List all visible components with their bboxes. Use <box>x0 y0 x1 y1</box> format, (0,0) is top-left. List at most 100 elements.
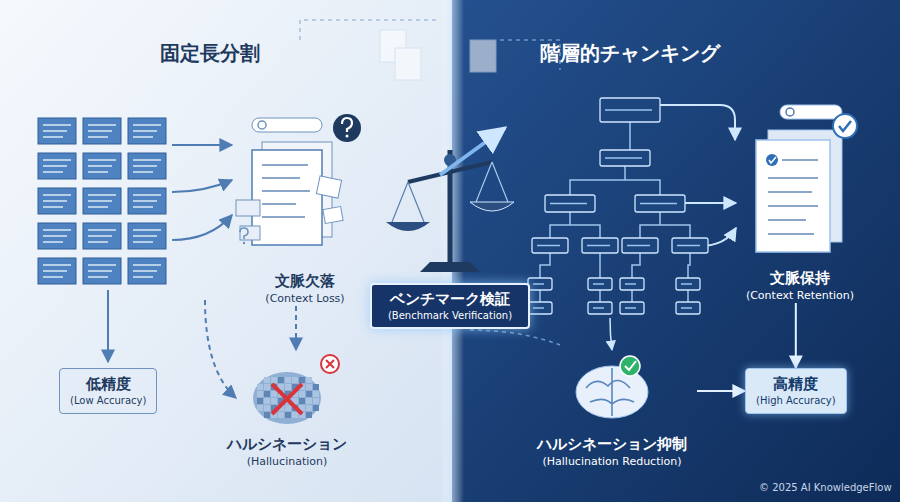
chunk-card <box>83 188 121 214</box>
brain-pixel <box>306 384 312 390</box>
chunk-line <box>133 235 157 237</box>
brain-pixel <box>278 377 284 383</box>
tree-box <box>620 278 644 290</box>
chunk-line <box>133 165 157 167</box>
chunk-line <box>88 270 112 272</box>
chunk-line <box>88 276 108 278</box>
tree-box-line <box>625 283 636 285</box>
chunk-line <box>88 124 116 126</box>
brain-pixel <box>285 384 291 390</box>
benchmark-box: ベンチマーク検証(Benchmark Verification) <box>370 283 530 329</box>
brain-pixel <box>313 398 319 404</box>
tree-box <box>622 238 658 253</box>
tree-box-line <box>681 283 692 285</box>
node-subtitle: (Hallucination Reduction) <box>527 454 697 469</box>
chunk-line <box>88 136 108 138</box>
tree-box <box>588 302 612 314</box>
tree-box-line <box>537 245 560 247</box>
chunk-line <box>133 130 157 132</box>
chunk-card <box>38 258 76 284</box>
connector <box>697 390 745 392</box>
chunk-line <box>43 136 63 138</box>
chunk-line <box>133 200 157 202</box>
panel-heading: 固定長分割 <box>160 40 260 67</box>
brain-pixel <box>285 405 291 411</box>
chunk-line <box>88 229 116 231</box>
tree-box <box>672 238 708 253</box>
chunk-card <box>38 223 76 249</box>
chunk-card <box>128 188 166 214</box>
brain-pixel <box>257 391 263 397</box>
node-title: 文脈欠落 <box>230 271 380 291</box>
chunk-line <box>43 264 71 266</box>
brain-pixel <box>264 398 270 404</box>
node-title: 高精度 <box>756 374 836 394</box>
tree-box <box>600 98 660 122</box>
chunk-line <box>43 124 71 126</box>
brain-pixel <box>299 391 305 397</box>
chunk-line <box>133 270 157 272</box>
brain-pixel <box>306 405 312 411</box>
tree-box <box>532 238 568 253</box>
copyright-note: © 2025 AI KnowledgeFlow <box>759 482 892 493</box>
chunk-line <box>43 171 63 173</box>
chunk-card <box>38 153 76 179</box>
chunk-line <box>88 159 116 161</box>
chunk-line <box>133 194 161 196</box>
tree-box-line <box>681 307 692 309</box>
node-subtitle: (Context Retention) <box>730 288 870 303</box>
tree-box-line <box>533 307 544 309</box>
tree-box-line <box>605 157 642 159</box>
brain-pixel <box>306 398 312 404</box>
chunk-card <box>128 258 166 284</box>
tree-box <box>588 278 612 290</box>
chunk-line <box>43 276 63 278</box>
tree-box-line <box>533 283 544 285</box>
brain-pixel <box>264 377 270 383</box>
node-subtitle: (Hallucination) <box>212 454 362 469</box>
chunk-line <box>133 159 161 161</box>
brain-pixel <box>292 377 298 383</box>
hallucination-node: ハルシネーション(Hallucination) <box>212 350 362 469</box>
tree-box <box>582 238 618 253</box>
chunk-line <box>133 264 161 266</box>
chunk-line <box>133 124 161 126</box>
brain-pixel <box>299 398 305 404</box>
brain-pixel <box>313 391 319 397</box>
brain-pixel <box>299 377 305 383</box>
node-subtitle: (Benchmark Verification) <box>382 309 518 323</box>
tree-box-line <box>625 307 636 309</box>
tree-box <box>635 195 685 212</box>
tree-box <box>676 278 700 290</box>
tree-box <box>528 278 552 290</box>
brain-pixel <box>285 412 291 418</box>
brain-pixel <box>306 377 312 383</box>
brain-pixel <box>264 384 270 390</box>
tree-box-line <box>640 203 677 205</box>
chunk-line <box>88 235 112 237</box>
chunk-line <box>133 206 153 208</box>
brain-pixel <box>271 398 277 404</box>
chunk-card <box>38 188 76 214</box>
tree-box <box>620 302 644 314</box>
node-title: ハルシネーション <box>212 434 362 454</box>
chunk-card <box>128 118 166 144</box>
chunk-line <box>43 200 67 202</box>
brain-pixel <box>313 384 319 390</box>
node-subtitle: (Low Accuracy) <box>70 394 146 408</box>
chunk-card <box>38 118 76 144</box>
chunk-line <box>88 264 116 266</box>
chunk-line <box>43 130 67 132</box>
connector <box>295 306 297 350</box>
chunk-line <box>43 241 63 243</box>
chunk-line <box>43 159 71 161</box>
chunk-grid <box>38 118 166 284</box>
chunk-line <box>133 276 153 278</box>
brain-pixel <box>257 384 263 390</box>
complete-document <box>756 105 857 252</box>
brain-pixel <box>285 377 291 383</box>
tree-box-line <box>605 109 652 111</box>
chunk-card <box>128 153 166 179</box>
tree-box-line <box>587 245 610 247</box>
